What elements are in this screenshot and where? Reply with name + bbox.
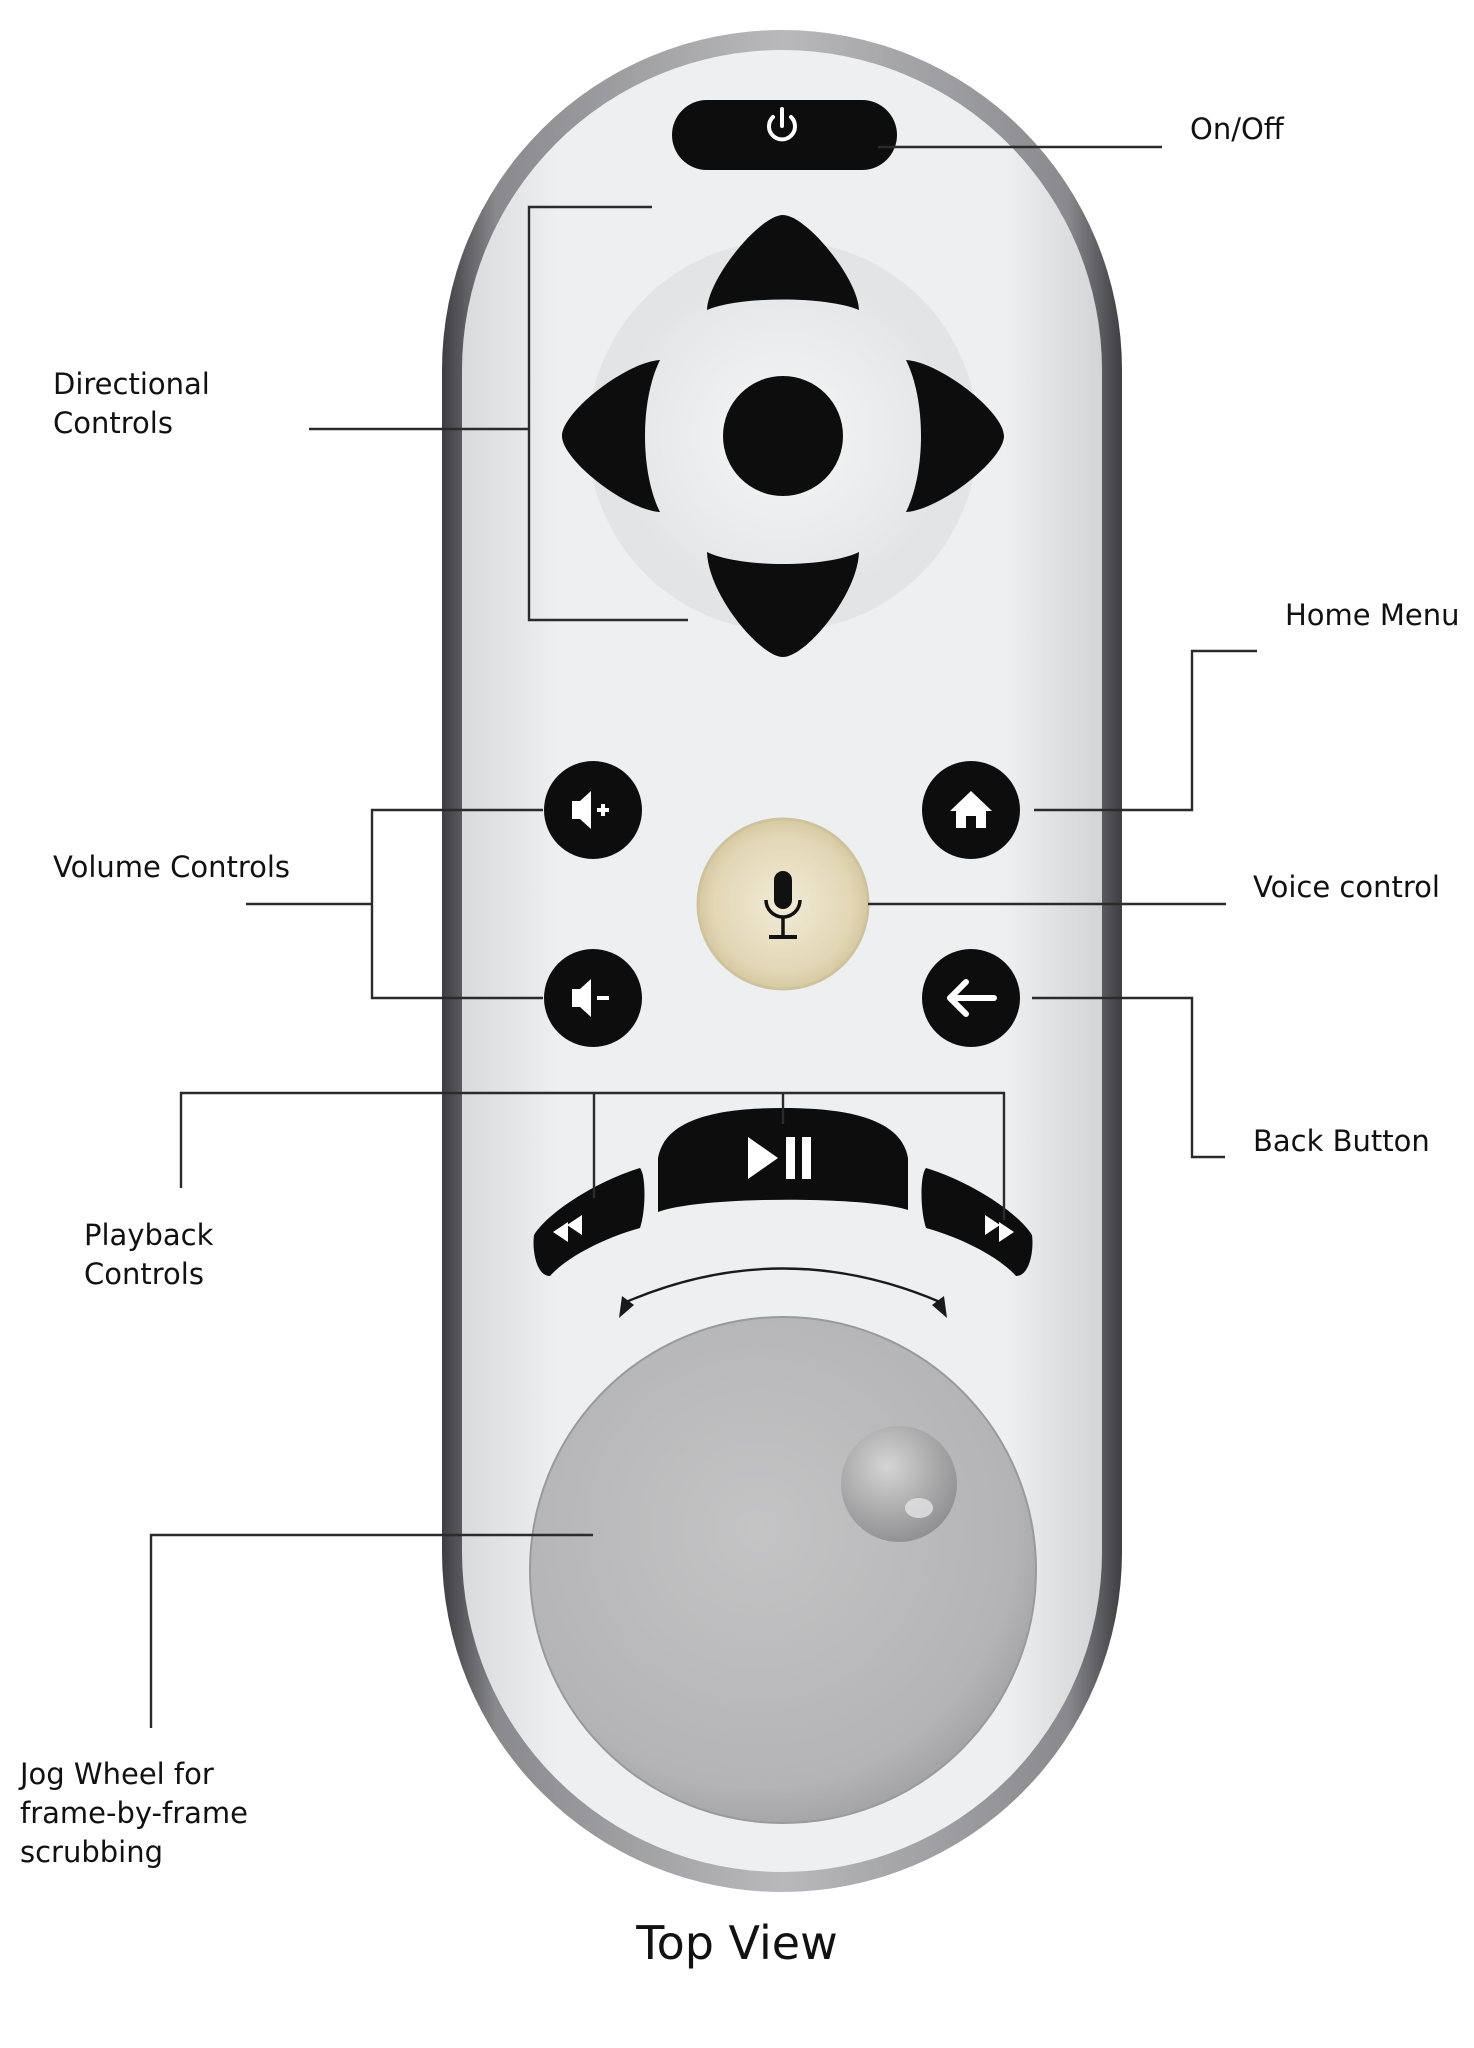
volume-up-icon [572,791,609,829]
jog-wheel[interactable] [529,1316,1037,1824]
fast-forward-button[interactable] [921,1168,1033,1276]
caption-top-view: Top View [636,1916,838,1970]
label-back-button: Back Button [1253,1124,1430,1158]
leader-jog [149,1533,593,1728]
rewind-button[interactable] [533,1168,645,1276]
label-playback-controls: Playback Controls [84,1218,214,1291]
leader-directional [527,205,688,622]
leader-playback [179,1091,1006,1220]
label-on-off: On/Off [1190,112,1284,146]
power-button[interactable] [672,100,897,170]
directional-pad [562,215,1004,657]
volume-down-button[interactable] [544,949,642,1047]
back-button[interactable] [922,949,1020,1047]
select-center-icon[interactable] [723,376,843,496]
label-volume-controls: Volume Controls [53,850,291,884]
leader-lines [149,145,1257,1728]
leader-home [1034,649,1257,812]
jog-direction-arc [619,1267,947,1318]
volume-up-button[interactable] [544,761,642,859]
play-pause-button[interactable] [658,1108,908,1212]
home-button[interactable] [922,761,1020,859]
voice-button[interactable] [696,817,870,991]
play-pause-icon [748,1137,811,1179]
rewind-icon [553,1215,582,1242]
fast-forward-icon [985,1215,1014,1242]
arrow-down-icon[interactable] [707,552,859,657]
jog-wheel-icon [841,1426,957,1542]
power-icon [767,107,797,142]
arrow-left-icon[interactable] [562,360,660,512]
label-voice-control: Voice control [1253,870,1440,904]
back-arrow-icon [947,979,997,1017]
arrow-up-icon[interactable] [707,215,859,310]
microphone-icon [764,871,802,939]
label-directional-controls: Directional Controls [53,367,210,440]
label-jog-wheel: Jog Wheel for frame-by-frame scrubbing [20,1757,248,1869]
leader-back [1032,996,1225,1159]
home-icon [950,791,992,828]
arrow-right-icon[interactable] [906,360,1004,512]
volume-down-icon [572,979,609,1017]
label-home-menu: Home Menu [1285,598,1460,632]
